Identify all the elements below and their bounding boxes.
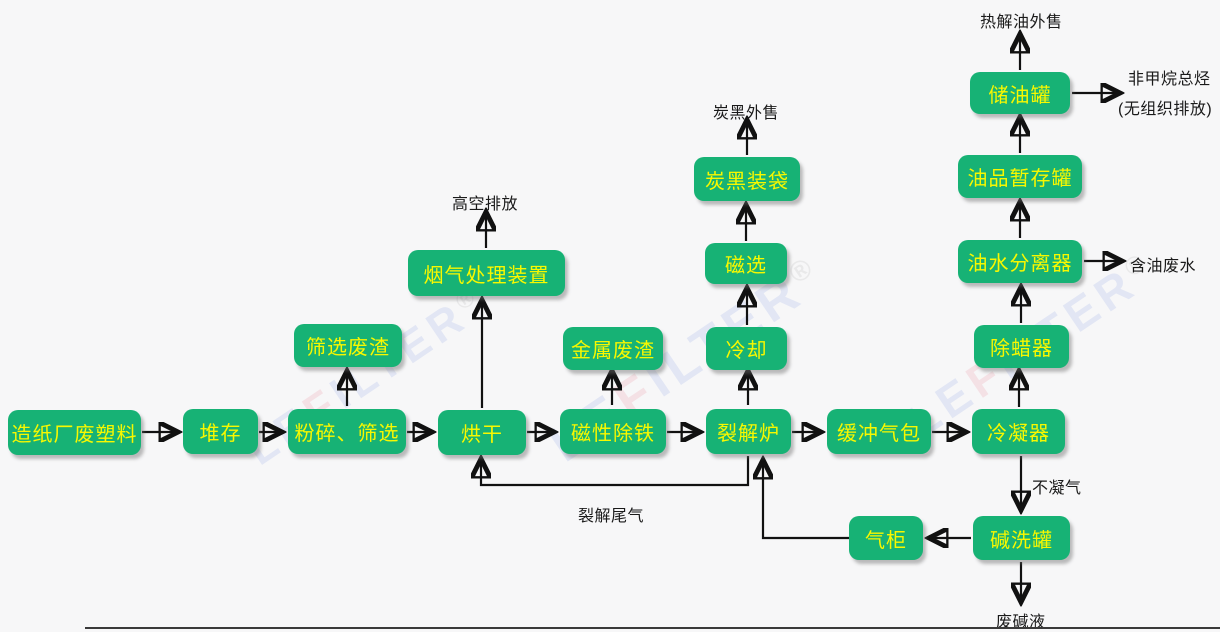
bottom-border-line [85, 627, 1220, 629]
label-waste-alkali-liquid: 废碱液 [996, 614, 1046, 631]
node-dewaxer: 除蜡器 [974, 325, 1069, 368]
label-pyrolysis-oil-sale: 热解油外售 [980, 14, 1063, 31]
node-carbon-black-bagging: 炭黑装袋 [694, 157, 800, 201]
node-condenser: 冷凝器 [972, 409, 1065, 454]
node-pyrolysis-furnace: 裂解炉 [706, 409, 791, 454]
node-cooling: 冷却 [706, 327, 787, 370]
label-carbon-black-sale: 炭黑外售 [713, 105, 780, 122]
label-nmhc: 非甲烷总烃 [1128, 71, 1211, 88]
node-screening-waste: 筛选废渣 [294, 324, 402, 367]
node-metal-waste: 金属废渣 [563, 327, 663, 370]
node-buffer-gas-bag: 缓冲气包 [827, 409, 931, 454]
node-magnetic-separation: 磁选 [705, 243, 787, 284]
node-paper-mill-waste-plastic: 造纸厂废塑料 [8, 410, 141, 455]
node-flue-gas-treatment: 烟气处理装置 [408, 250, 565, 296]
label-non-condensable-gas: 不凝气 [1032, 480, 1082, 497]
node-oil-storage-tank: 储油罐 [970, 72, 1070, 114]
node-crush-screen: 粉碎、筛选 [288, 409, 406, 454]
label-high-altitude-discharge: 高空排放 [452, 196, 519, 213]
node-magnetic-iron-removal: 磁性除铁 [560, 409, 666, 454]
node-stockpile: 堆存 [183, 409, 258, 454]
label-pyrolysis-tail-gas: 裂解尾气 [578, 508, 645, 525]
node-alkali-wash-tank: 碱洗罐 [973, 516, 1070, 560]
node-drying: 烘干 [438, 410, 526, 455]
node-oil-water-separator: 油水分离器 [958, 240, 1082, 283]
label-oily-wastewater: 含油废水 [1130, 258, 1197, 275]
node-oil-temp-storage-tank: 油品暂存罐 [958, 155, 1082, 198]
label-unorganized-emission: (无组织排放) [1118, 101, 1213, 118]
node-gas-holder: 气柜 [849, 516, 923, 560]
